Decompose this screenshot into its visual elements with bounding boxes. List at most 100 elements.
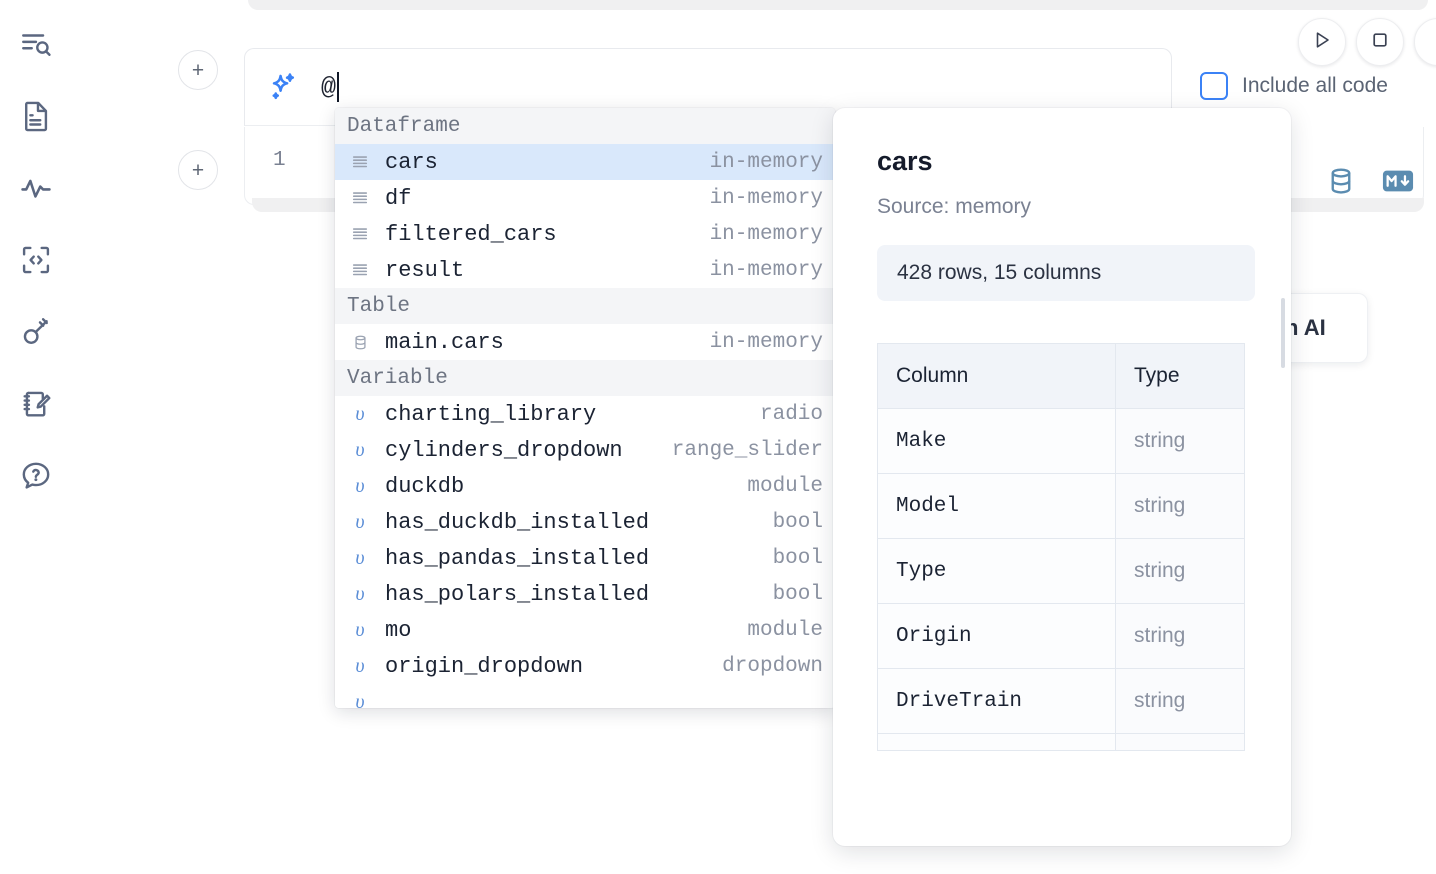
plus-icon: + [191,158,205,182]
column-header-type: Type [1115,343,1245,409]
autocomplete-item-kind: module [747,618,823,642]
add-cell-button-top[interactable]: + [178,50,218,90]
variable-icon: υ [355,690,365,709]
variable-icon: υ [355,582,365,605]
doc-title: cars [877,146,933,176]
doc-shape-badge: 428 rows, 15 columns [877,245,1255,301]
table-row: Origin string [877,603,1245,669]
variable-icon: υ [355,474,365,497]
doc-panel-scrollbar[interactable] [1281,298,1285,368]
run-controls [1298,18,1436,66]
dataframe-icon [345,153,375,171]
stop-square-icon [1368,28,1392,57]
cell-column-name: Make [877,408,1116,474]
include-all-code-row[interactable]: Include all code [1200,72,1388,100]
cell-column-type: string [1115,538,1245,604]
autocomplete-item-kind: range_slider [671,438,823,462]
autocomplete-item[interactable]: cars in-memory [335,144,835,180]
table-header-row: Column Type [877,343,1245,409]
autocomplete-group-header: Table [335,288,835,324]
autocomplete-item[interactable]: υ has_pandas_installed bool [335,540,835,576]
doc-source: Source: memory [877,195,1032,218]
autocomplete-dropdown[interactable]: Dataframe cars in-memory df in-memory fi… [335,108,835,708]
autocomplete-item-kind: bool [772,510,823,534]
include-all-code-checkbox[interactable] [1200,72,1228,100]
autocomplete-item[interactable]: υ mo module [335,612,835,648]
cell-strip-above [248,0,1428,10]
more-actions-button[interactable] [1414,18,1436,66]
variable-icon: υ [355,546,365,569]
autocomplete-item-kind: in-memory [709,330,823,354]
markdown-icon[interactable] [1382,168,1414,199]
autocomplete-item-partial[interactable]: υ [335,684,835,708]
autocomplete-item-kind: in-memory [709,258,823,282]
autocomplete-item-kind: dropdown [722,654,823,678]
table-row: Make string [877,408,1245,474]
autocomplete-item[interactable]: υ has_polars_installed bool [335,576,835,612]
cell-column-name: Origin [877,603,1116,669]
autocomplete-item[interactable]: υ charting_library radio [335,396,835,432]
sidebar-item-search-outline[interactable] [12,18,60,70]
documentation-panel: cars Source: memory 428 rows, 15 columns… [833,108,1291,846]
table-row: Type string [877,538,1245,604]
autocomplete-item[interactable]: result in-memory [335,252,835,288]
variable-icon: υ [355,438,365,461]
autocomplete-item[interactable]: filtered_cars in-memory [335,216,835,252]
dataframe-icon [345,189,375,207]
autocomplete-item-kind: module [747,474,823,498]
sidebar-item-snippets[interactable] [12,234,60,286]
sidebar-item-secrets[interactable] [12,306,60,358]
code-snippet-icon [19,243,53,277]
cell-column-type: string [1115,603,1245,669]
autocomplete-item-name: mo [385,617,412,643]
dataframe-icon [345,225,375,243]
cell-column-type: string [1115,408,1245,474]
autocomplete-item-name: cars [385,149,438,175]
autocomplete-item[interactable]: main.cars in-memory [335,324,835,360]
text-caret [337,72,340,102]
autocomplete-item-name: charting_library [385,401,597,427]
sidebar-item-scratchpad[interactable] [12,378,60,430]
run-button[interactable] [1298,18,1346,66]
table-row-partial [877,733,1245,751]
autocomplete-group-header: Variable [335,360,835,396]
variable-icon: υ [355,618,365,641]
help-chat-icon [19,459,53,493]
search-outline-icon [19,27,53,61]
autocomplete-item[interactable]: υ cylinders_dropdown range_slider [335,432,835,468]
play-icon [1310,28,1334,57]
ai-chip-label: h AI [1285,315,1326,340]
table-row: DriveTrain string [877,668,1245,734]
ai-prompt-input[interactable]: @ [321,49,1171,125]
autocomplete-item-name: main.cars [385,329,504,355]
database-icon[interactable] [1326,166,1356,201]
sidebar-item-activity[interactable] [12,162,60,214]
sidebar-item-help[interactable] [12,450,60,502]
doc-schema-table: Column Type Make string Model string Typ… [877,343,1245,751]
sidebar-item-notebook-document[interactable] [12,90,60,142]
activity-icon [19,171,53,205]
autocomplete-item[interactable]: df in-memory [335,180,835,216]
autocomplete-item[interactable]: υ has_duckdb_installed bool [335,504,835,540]
ai-prompt-value: @ [321,72,337,102]
dataframe-icon [345,261,375,279]
autocomplete-item-name: result [385,257,465,283]
database-icon [345,334,375,351]
autocomplete-item-kind: in-memory [709,222,823,246]
cell-column-type: string [1115,668,1245,734]
plus-icon: + [191,58,205,82]
autocomplete-item-kind: in-memory [709,186,823,210]
code-line-number: 1 [273,149,286,172]
stop-button[interactable] [1356,18,1404,66]
autocomplete-item-name: filtered_cars [385,221,557,247]
add-cell-button-bottom[interactable]: + [178,150,218,190]
autocomplete-item-name: has_pandas_installed [385,545,650,571]
autocomplete-item[interactable]: υ duckdb module [335,468,835,504]
cell-column-name: Model [877,473,1116,539]
variable-icon: υ [355,510,365,533]
variable-icon: υ [355,402,365,425]
cell-footer-icons [1326,166,1414,201]
variable-icon: υ [355,654,365,677]
autocomplete-item-name: duckdb [385,473,465,499]
autocomplete-item[interactable]: υ origin_dropdown dropdown [335,648,835,684]
